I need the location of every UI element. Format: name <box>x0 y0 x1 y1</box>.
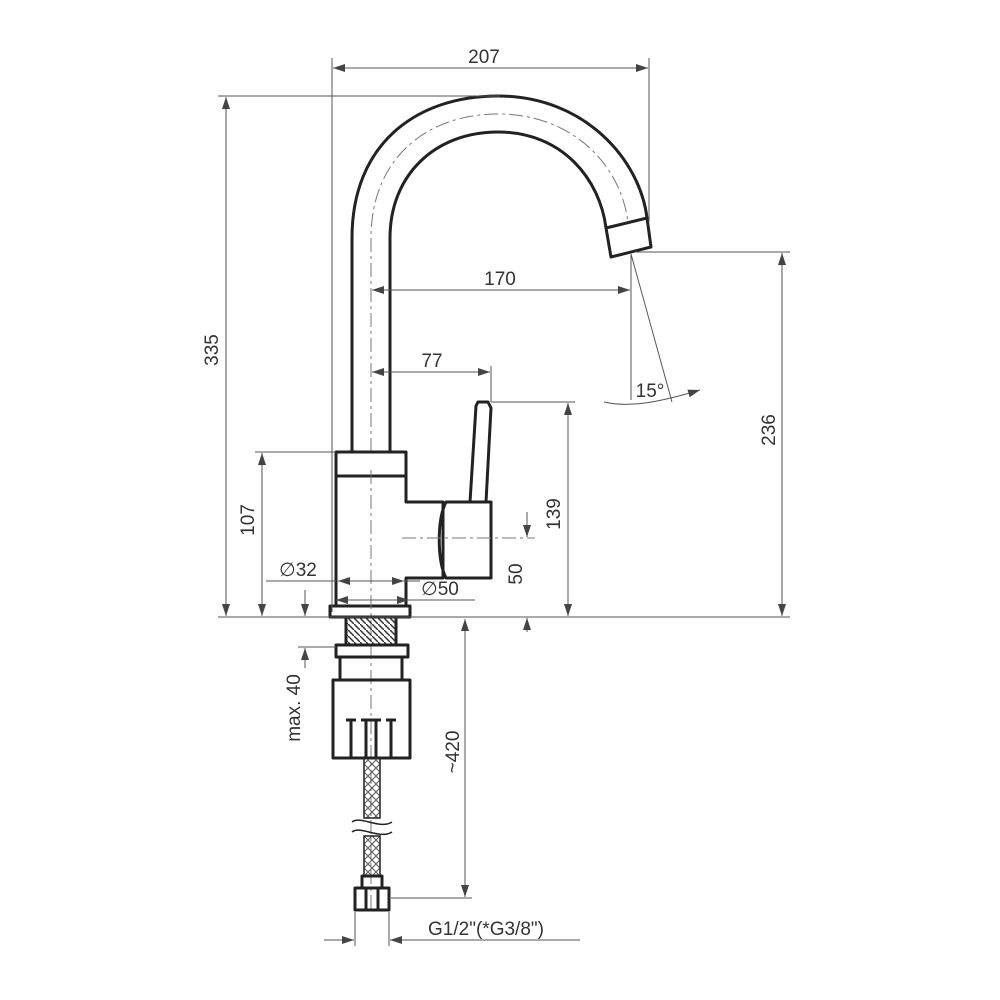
label-hose-420: ~420 <box>443 731 464 774</box>
handle-cap <box>437 500 493 580</box>
hose-fitting <box>353 874 391 912</box>
label-max-40: max. 40 <box>284 674 305 742</box>
label-height-107: 107 <box>238 504 259 536</box>
label-height-236: 236 <box>759 414 780 446</box>
label-diameter-50: ∅50 <box>421 579 459 600</box>
braided-hose-lower <box>363 835 381 877</box>
threaded-shank <box>344 615 398 647</box>
faucet-outline <box>328 94 653 912</box>
dimension-lines <box>218 58 790 946</box>
label-angle-15: 15° <box>636 381 665 402</box>
label-reach-170: 170 <box>484 269 516 290</box>
label-width-207: 207 <box>468 47 500 68</box>
label-thread: G1/2"(*G3/8") <box>428 919 544 940</box>
spout-centerline <box>370 113 629 452</box>
label-height-335: 335 <box>202 334 223 366</box>
mounting-nut <box>331 655 412 760</box>
base-plate <box>328 604 412 619</box>
braided-hose <box>363 757 381 819</box>
label-diameter-32: ∅32 <box>279 560 317 581</box>
label-height-50: 50 <box>506 563 527 584</box>
dimension-labels: 207 335 170 77 15° 236 139 107 50 ∅32 ∅5… <box>202 47 780 940</box>
label-reach-77: 77 <box>421 351 442 372</box>
label-height-139: 139 <box>544 498 565 530</box>
hose-break <box>351 819 393 836</box>
aerator <box>604 216 653 259</box>
handle-lever <box>468 400 493 504</box>
nut-washer <box>334 643 410 659</box>
